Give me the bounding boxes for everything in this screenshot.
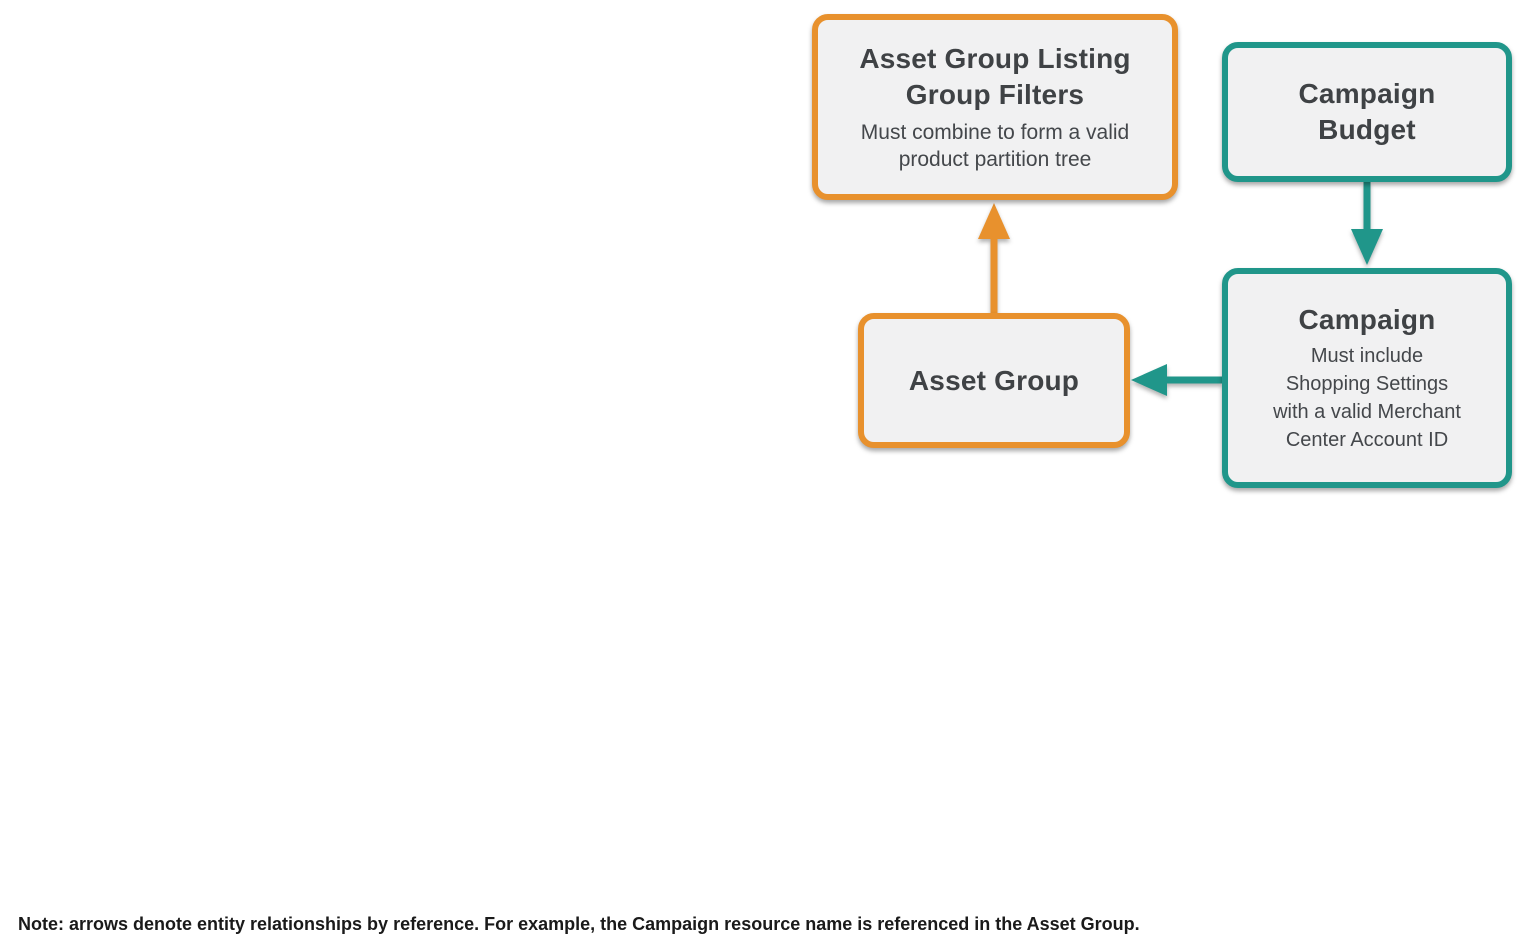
node-subtitle: Must include Shopping Settings with a va… [1273, 345, 1461, 451]
node-title: Campaign [1298, 304, 1436, 335]
arrowhead-down-icon [1351, 229, 1383, 265]
footnote: Note: arrows denote entity relationships… [18, 914, 1140, 934]
edge-campaign-budget-to-campaign [1351, 182, 1383, 265]
edge-asset-group-to-listing-filters [978, 203, 1010, 313]
node-title: Campaign Budget [1298, 78, 1436, 145]
node-campaign: Campaign Must include Shopping Settings … [1222, 268, 1512, 488]
node-asset-group-listing-group-filters: Asset Group Listing Group Filters Must c… [812, 14, 1178, 200]
arrowhead-up-icon [978, 203, 1010, 239]
node-title: Asset Group Listing Group Filters [859, 43, 1131, 110]
node-title: Asset Group [908, 364, 1080, 396]
edge-campaign-to-asset-group [1131, 364, 1222, 396]
node-subtitle: Must combine to form a valid product par… [860, 121, 1130, 171]
arrowhead-left-icon [1131, 364, 1167, 396]
node-asset-group: Asset Group [858, 313, 1130, 448]
node-campaign-budget: Campaign Budget [1222, 42, 1512, 182]
